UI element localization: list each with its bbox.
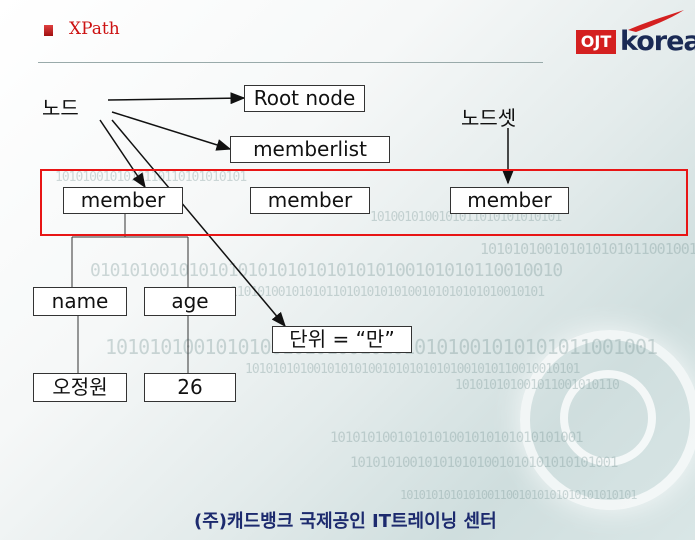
arrow-node-to-memberlist (111, 111, 232, 151)
name-box: name (33, 287, 127, 316)
arrow-node-to-unit (111, 119, 286, 328)
name-value-box: 오정원 (33, 373, 127, 402)
footer-text: (주)캐드뱅크 국제공인 IT트레이닝 센터 (194, 511, 497, 532)
member-box-1: member (63, 187, 183, 214)
logo-ojt-text: OJT (576, 30, 616, 54)
slide-title: XPath (69, 19, 120, 39)
ojt-korea-logo: OJT korea (576, 8, 695, 66)
arrow-node-to-root (107, 92, 246, 105)
member-box-3: member (450, 187, 569, 214)
age-box: age (144, 287, 236, 316)
nodeset-label: 노드셋 (461, 106, 517, 130)
memberlist-box: memberlist (230, 136, 390, 163)
title-bullet-icon (44, 25, 53, 36)
root-node-box: Root node (244, 85, 365, 112)
title-divider (38, 62, 543, 63)
arrow-node-to-member (99, 119, 146, 189)
nodeset-highlight-box (40, 169, 688, 236)
node-label: 노드 (42, 96, 79, 120)
logo-korea-text: korea (620, 26, 695, 57)
age-value-box: 26 (144, 373, 236, 402)
member-box-2: member (250, 187, 370, 214)
logo-swoosh-icon (628, 10, 684, 32)
unit-box: 단위 = “만” (272, 326, 412, 353)
